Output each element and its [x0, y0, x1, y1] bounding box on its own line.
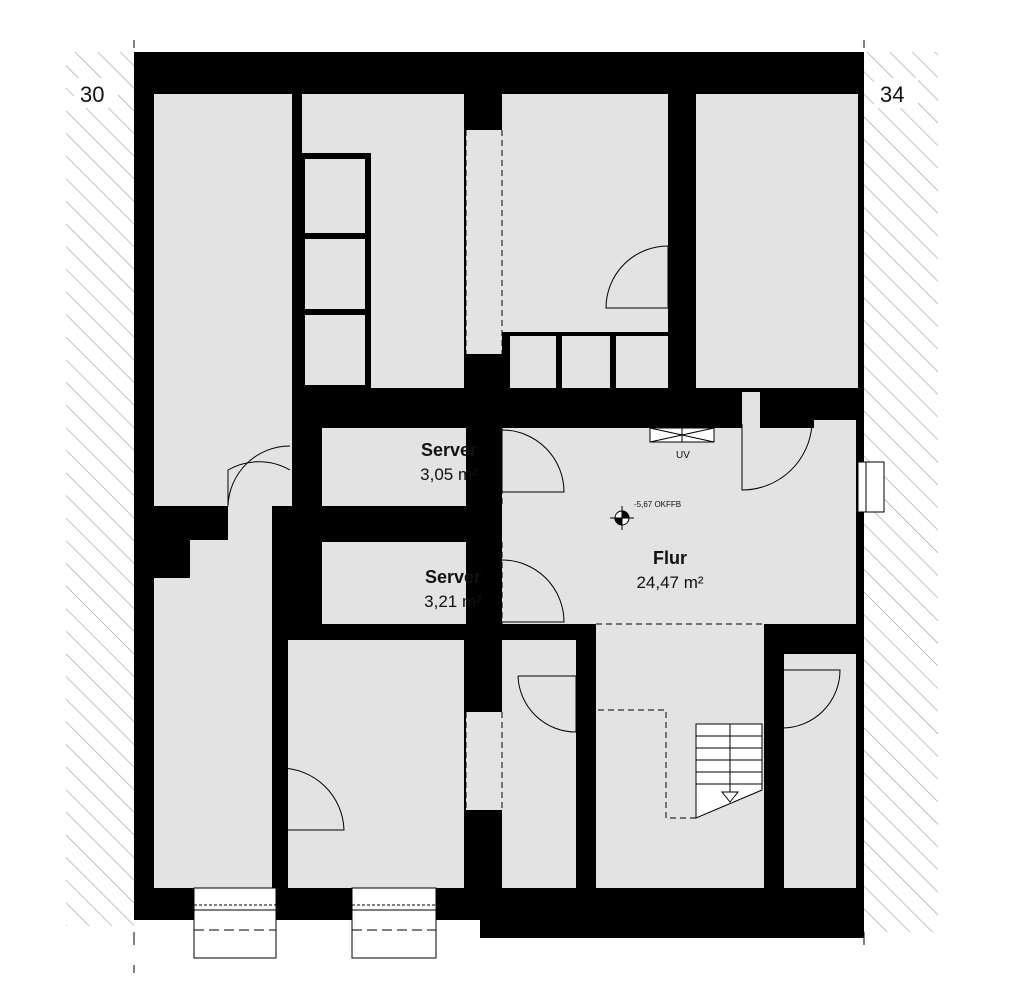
room-top-4	[696, 94, 858, 388]
room-left-top	[154, 94, 292, 506]
room-bottom-mid	[502, 640, 576, 888]
passage-bottom	[466, 712, 502, 810]
doors	[227, 245, 841, 831]
cell-3	[616, 336, 668, 388]
room-label-flur-name: Flur	[653, 548, 687, 568]
level-marker-label: -5,67 OKFFB	[634, 500, 681, 509]
wall-niche-right	[857, 461, 885, 513]
room-label-flur-area: 24,47 m²	[636, 573, 703, 592]
window-left	[193, 887, 277, 959]
room-bottom-left	[288, 640, 464, 888]
dashed-openings	[465, 130, 764, 819]
distribution-box	[649, 427, 715, 443]
neighbor-number-right: 34	[880, 82, 904, 107]
rooms	[154, 94, 858, 888]
stair	[695, 723, 763, 819]
room-bottom-right	[784, 654, 856, 888]
room-server-1	[322, 428, 466, 506]
bottom-wall-extension	[480, 900, 864, 938]
distribution-label: UV	[676, 450, 690, 461]
room-server-2	[322, 542, 466, 624]
room-label-server-2-name: Server	[425, 567, 481, 587]
neighbor-plot-left	[66, 52, 134, 926]
shelves	[299, 153, 371, 391]
room-label-server-2-area: 3,21 m²	[424, 592, 482, 611]
room-label-server-1-name: Server	[421, 440, 477, 460]
neighbor-number-left: 30	[80, 82, 104, 107]
cell-2	[562, 336, 610, 388]
window-right	[351, 887, 437, 959]
room-left-stair	[154, 506, 272, 888]
room-flur	[502, 392, 856, 624]
passage-top	[466, 130, 502, 354]
cell-1	[510, 336, 556, 388]
room-label-server-1-area: 3,05 m²	[420, 465, 478, 484]
level-marker-icon	[610, 506, 634, 530]
